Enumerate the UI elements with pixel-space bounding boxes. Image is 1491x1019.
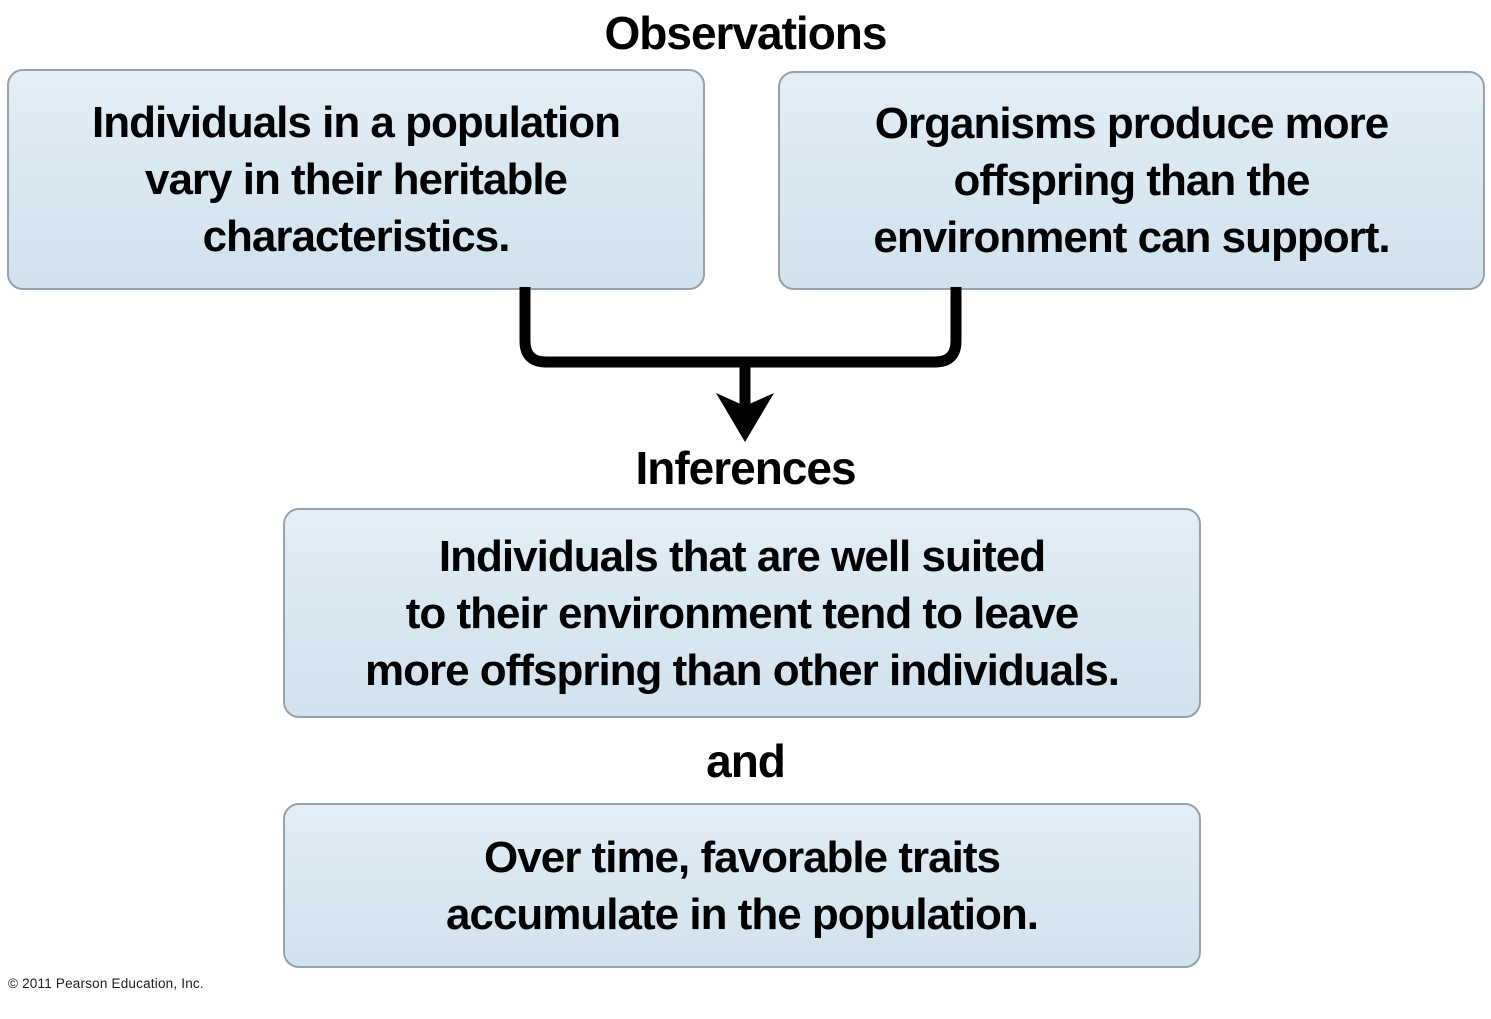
box-text-line: vary in their heritable: [144, 155, 568, 204]
box-text-line: more offspring than other individuals.: [364, 645, 1120, 695]
observation-box-overproduction: Organisms produce more offspring than th…: [778, 71, 1485, 290]
copyright-notice: © 2011 Pearson Education, Inc.: [8, 976, 204, 991]
observation-box-variation: Individuals in a population vary in thei…: [7, 69, 705, 290]
box-text-line: Organisms produce more: [874, 99, 1389, 148]
and-conjunction-label: and: [706, 735, 786, 787]
box-text-line: characteristics.: [202, 212, 511, 261]
inference-box-differential-success: Individuals that are well suited to thei…: [283, 508, 1201, 718]
box-text-line: Individuals in a population: [92, 98, 621, 147]
inference-box-trait-accumulation: Over time, favorable traits accumulate i…: [283, 803, 1201, 968]
box-text-line: offspring than the: [953, 156, 1311, 205]
box-text-line: environment can support.: [873, 213, 1390, 262]
box-text-line: Individuals that are well suited: [438, 531, 1046, 581]
inferences-heading: Inferences: [635, 442, 856, 494]
box-text-line: Over time, favorable traits: [484, 832, 1001, 882]
observations-heading: Observations: [604, 7, 888, 59]
box-text-line: accumulate in the population.: [446, 889, 1039, 939]
merge-bracket-down-arrow-icon: [519, 287, 962, 442]
box-text-line: to their environment tend to leave: [405, 588, 1080, 638]
